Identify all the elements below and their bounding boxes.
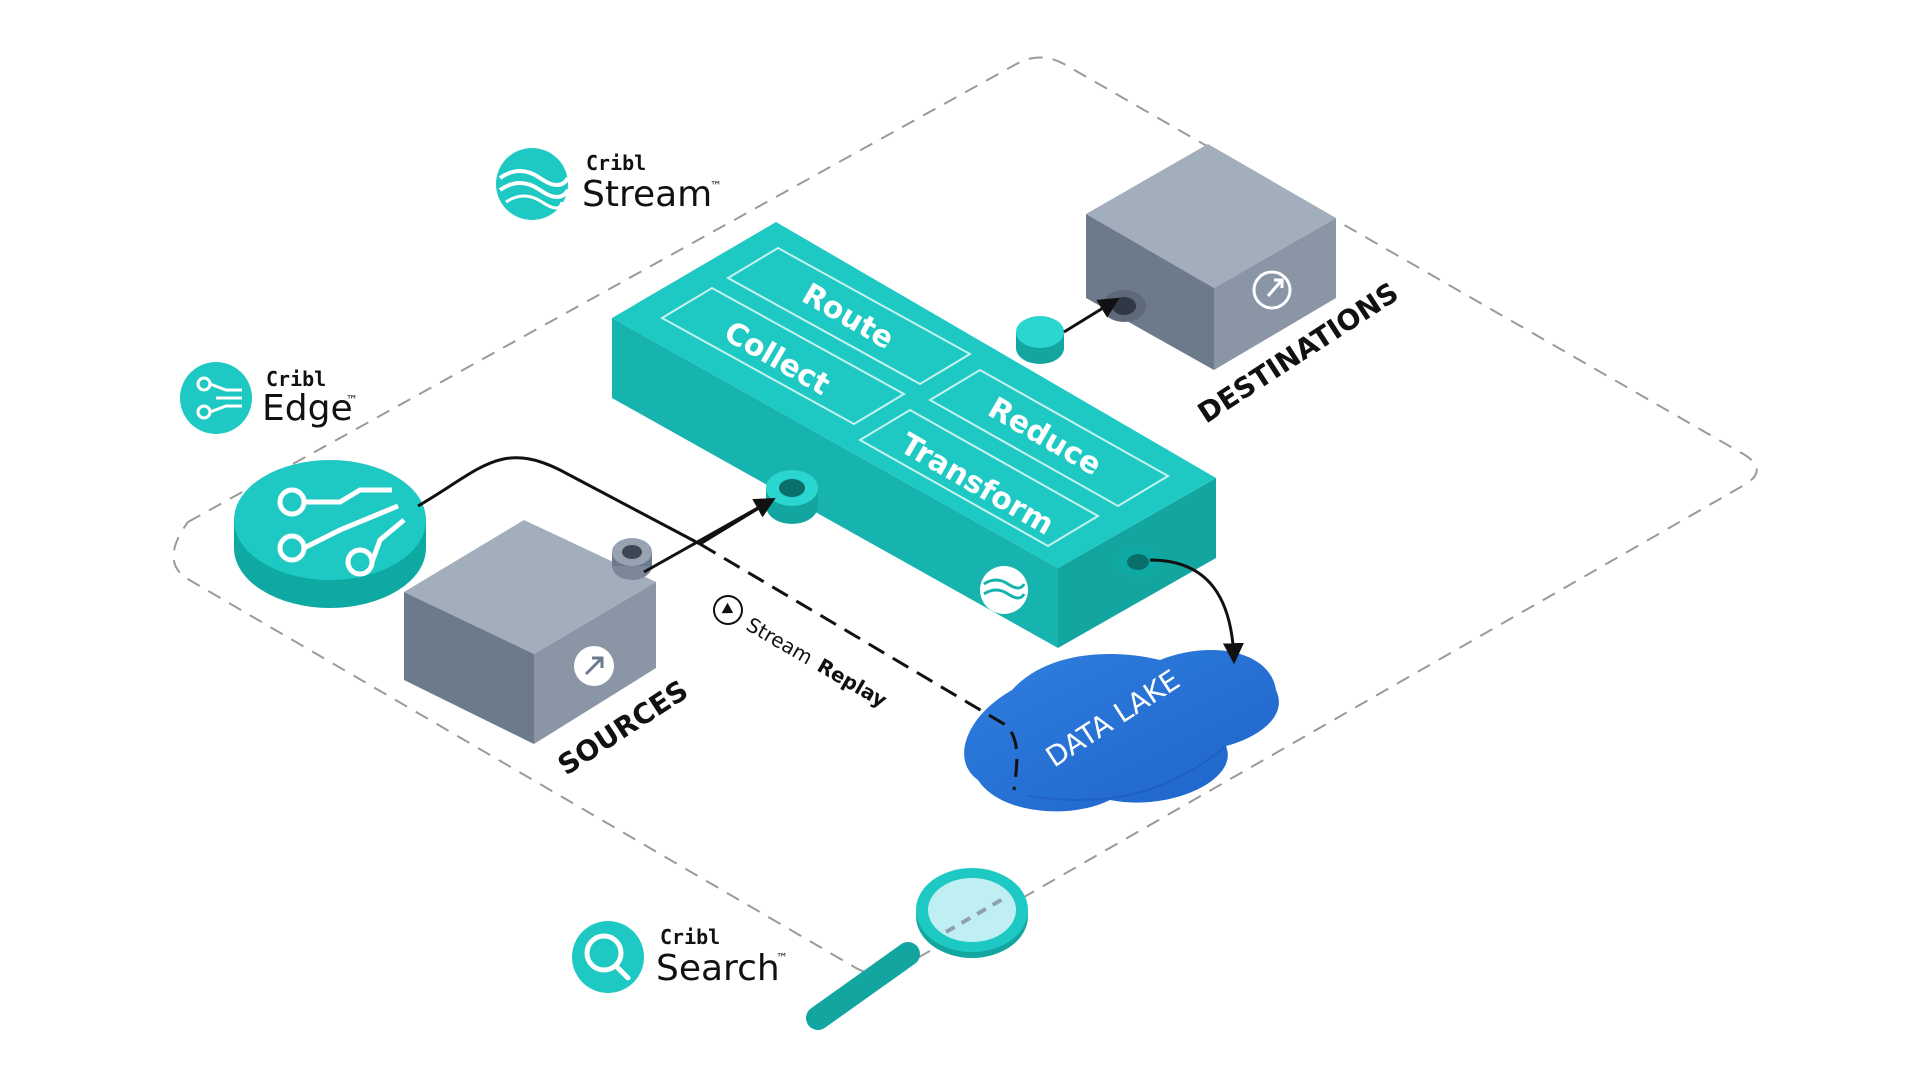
stream-waves-icon <box>980 566 1028 614</box>
edge-to-stream-line <box>417 456 701 546</box>
stream-to-lake-arrow <box>1149 558 1244 665</box>
boundary-dashed-outline <box>172 56 1758 975</box>
edge-brand-text: Cribl <box>266 367 326 391</box>
edge-product-name: Edge <box>262 388 353 429</box>
stream-to-destinations-arrow <box>1063 297 1120 334</box>
sources-box <box>404 520 656 744</box>
stream-processing-block <box>612 222 1216 648</box>
edge-device <box>234 460 426 608</box>
replay-label: Stream Replay <box>713 595 891 712</box>
search-magnifier-icon <box>806 868 1028 1030</box>
replay-word-text: Replay <box>813 653 891 712</box>
search-brand-text: Cribl <box>660 925 720 949</box>
stream-input-port <box>766 470 818 524</box>
stream-lake-port <box>1116 547 1160 577</box>
stream-panels <box>659 246 1170 548</box>
sources-output-port <box>612 538 652 580</box>
edge-circuit-icon <box>180 362 252 434</box>
destinations-box <box>1086 144 1336 370</box>
search-product-name: Search <box>656 948 780 989</box>
stream-brand-text: Cribl <box>586 151 646 175</box>
play-icon <box>713 595 743 625</box>
stream-waves-icon <box>496 148 570 220</box>
stream-product-logo: Cribl Stream ™ <box>496 148 722 220</box>
edge-product-logo: Cribl Edge ™ <box>180 362 358 434</box>
edge-merge-line <box>699 498 773 546</box>
search-product-logo: Cribl Search ™ <box>572 921 788 993</box>
arrow-circle-icon <box>574 646 614 686</box>
search-trademark: ™ <box>776 951 788 965</box>
edge-trademark: ™ <box>346 393 358 407</box>
arrow-circle-out-icon <box>1252 270 1292 310</box>
search-magnifier-icon <box>572 921 644 993</box>
stream-destination-port <box>1016 316 1064 364</box>
data-lake <box>964 650 1279 812</box>
stream-trademark: ™ <box>710 179 722 193</box>
replay-dashed-line <box>699 542 1019 791</box>
replay-brand-text: Stream <box>742 612 817 669</box>
stream-product-name: Stream <box>582 174 712 215</box>
edge-circuit-icon <box>277 487 406 577</box>
